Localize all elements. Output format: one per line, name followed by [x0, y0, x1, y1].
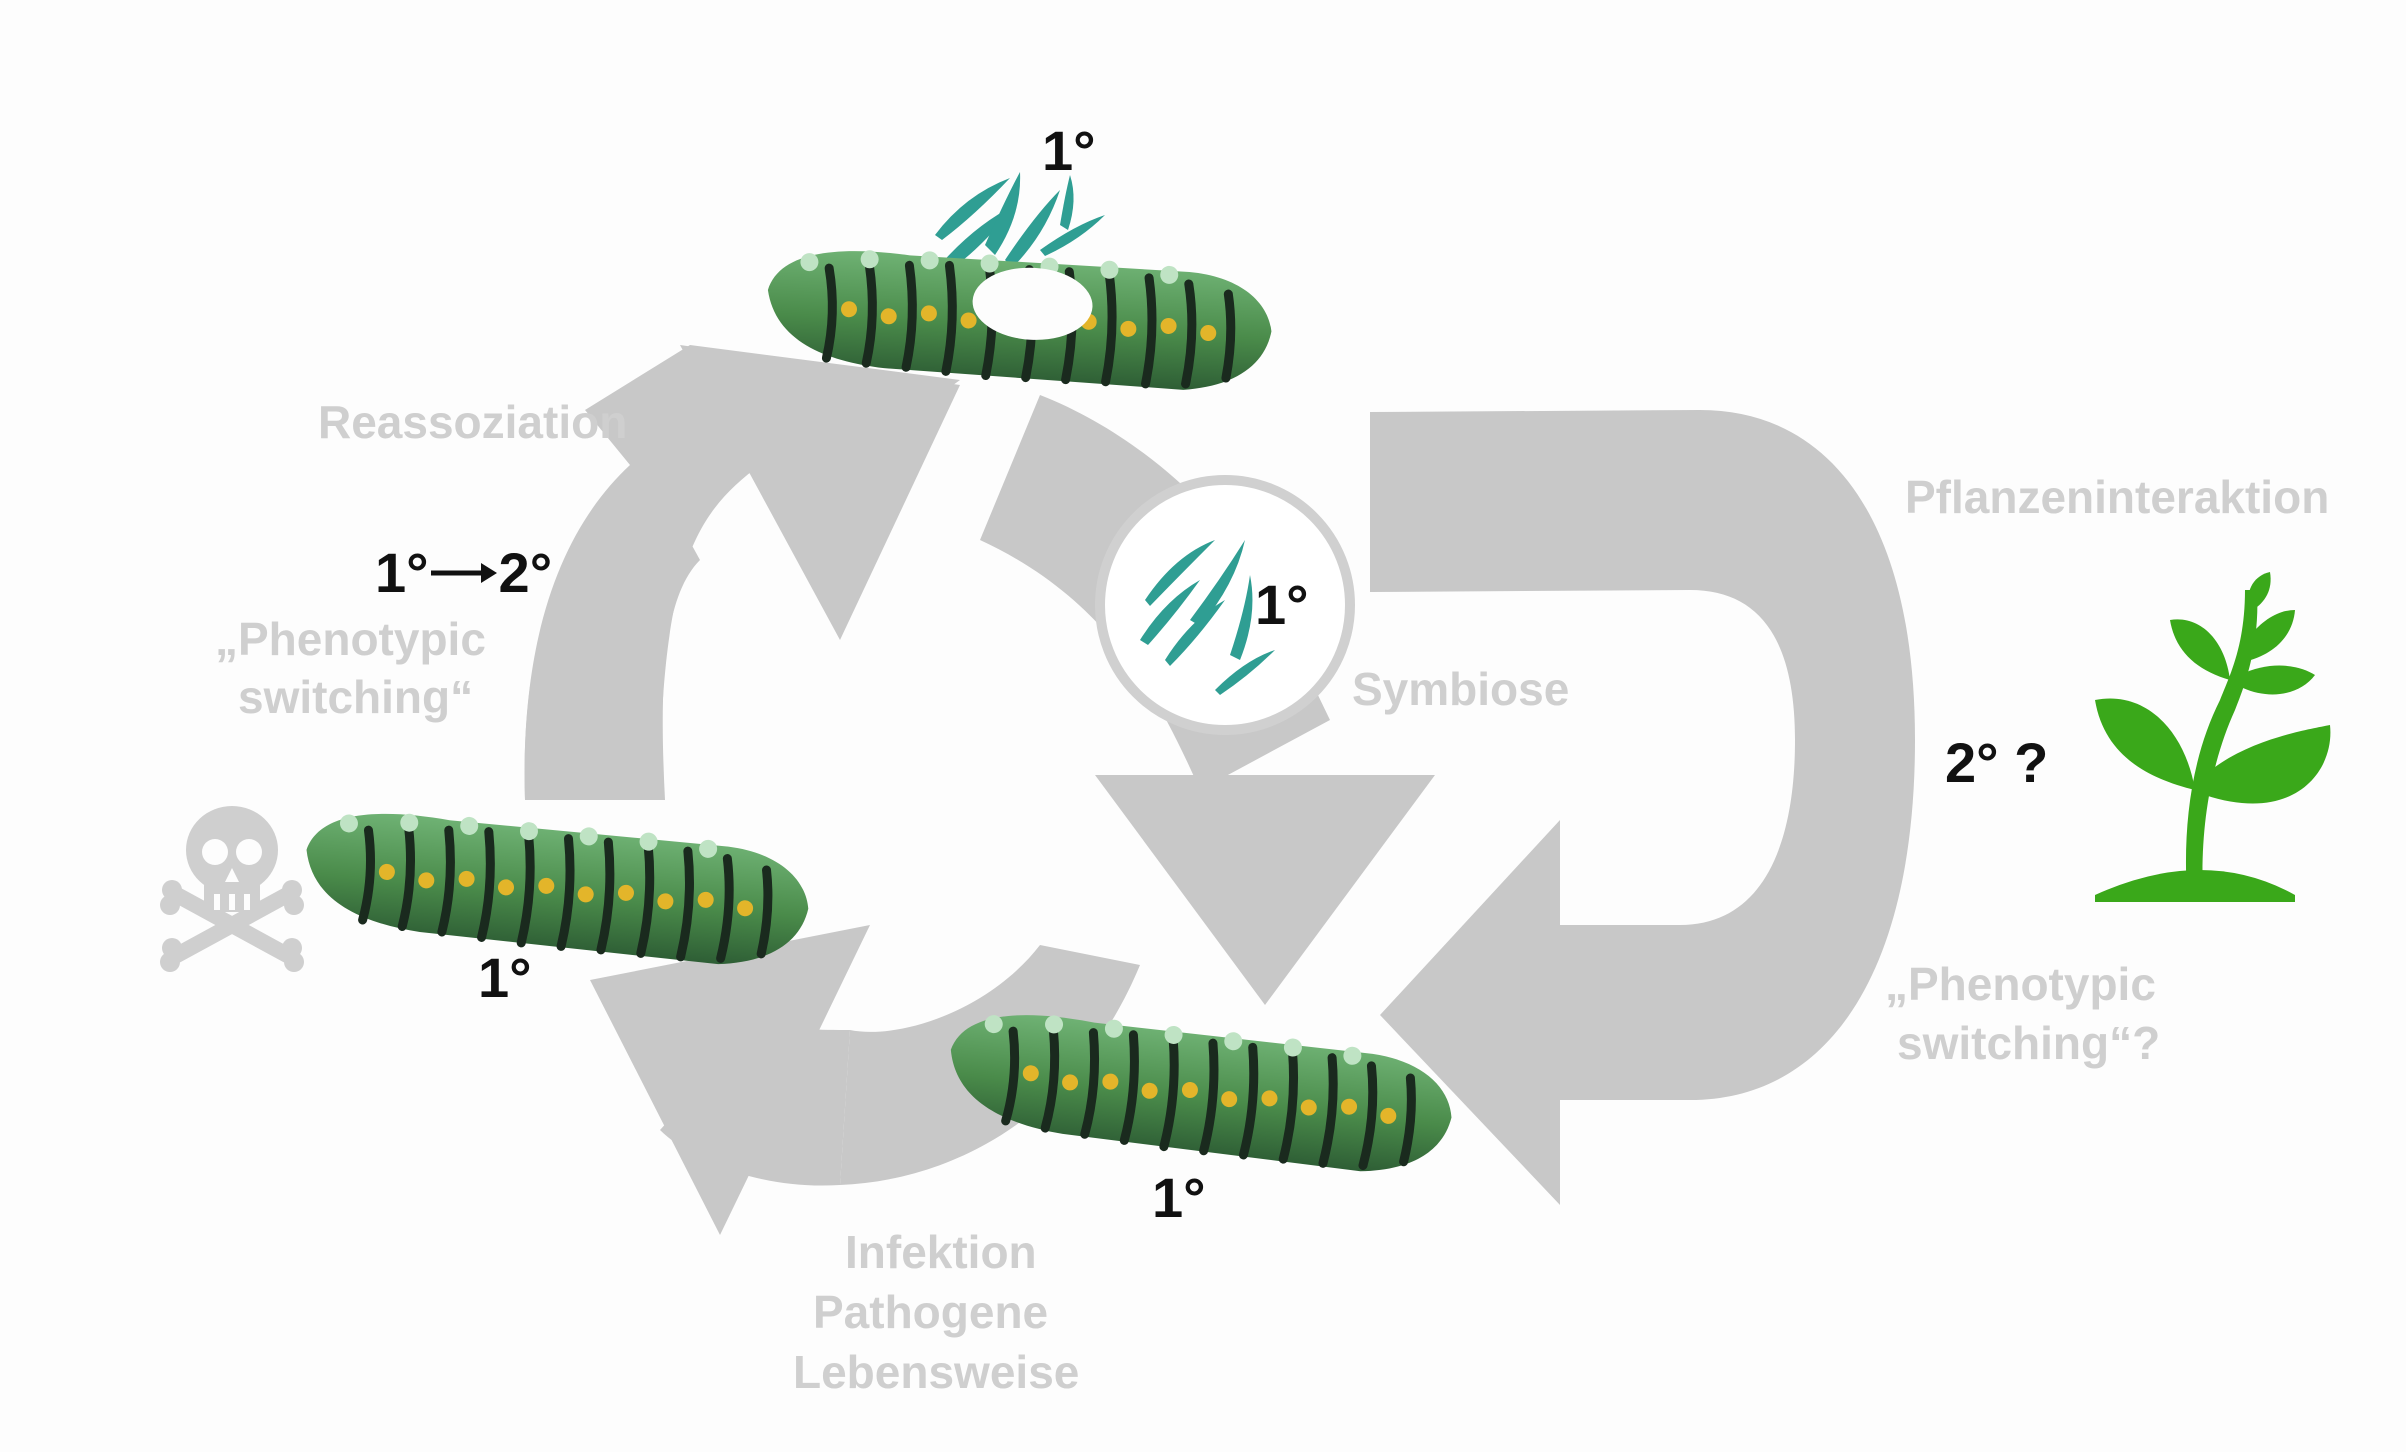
skull-crossbones-icon — [160, 806, 304, 972]
marker-plant: 2° ? — [1945, 731, 2049, 794]
label-infektion-3: Lebensweise — [793, 1346, 1080, 1398]
label-phenotypic-right-2: switching“? — [1897, 1017, 2161, 1069]
bacteria-icon — [935, 172, 1105, 272]
caterpillar-icon — [943, 1003, 1458, 1180]
label-phenotypic-left-2: switching“ — [238, 671, 474, 723]
label-infektion-2: Pathogene — [813, 1286, 1049, 1338]
marker-transition-from: 1° — [375, 541, 429, 604]
arrow-right-icon — [430, 562, 497, 583]
marker-center: 1° — [1255, 573, 1309, 636]
caterpillar-icon — [300, 803, 814, 972]
caterpillar-icon — [764, 243, 1275, 394]
label-infektion-1: Infektion — [845, 1226, 1037, 1278]
label-phenotypic-right-1: „Phenotypic — [1885, 958, 2156, 1010]
marker-bottom: 1° — [1152, 1166, 1206, 1229]
label-pflanzeninteraktion: Pflanzeninteraktion — [1905, 471, 2330, 523]
label-reassoziation: Reassoziation — [318, 396, 628, 448]
label-phenotypic-left-1: „Phenotypic — [215, 613, 486, 665]
marker-transition-to: 2° — [498, 541, 553, 604]
marker-transition: 1° 2° — [375, 540, 552, 605]
marker-left: 1° — [478, 946, 532, 1009]
symbiont-circle — [1095, 475, 1355, 735]
plant-icon — [2095, 572, 2331, 902]
label-symbiose: Symbiose — [1352, 663, 1570, 715]
marker-top: 1° — [1042, 119, 1096, 182]
bacteria-icon — [1140, 540, 1275, 695]
